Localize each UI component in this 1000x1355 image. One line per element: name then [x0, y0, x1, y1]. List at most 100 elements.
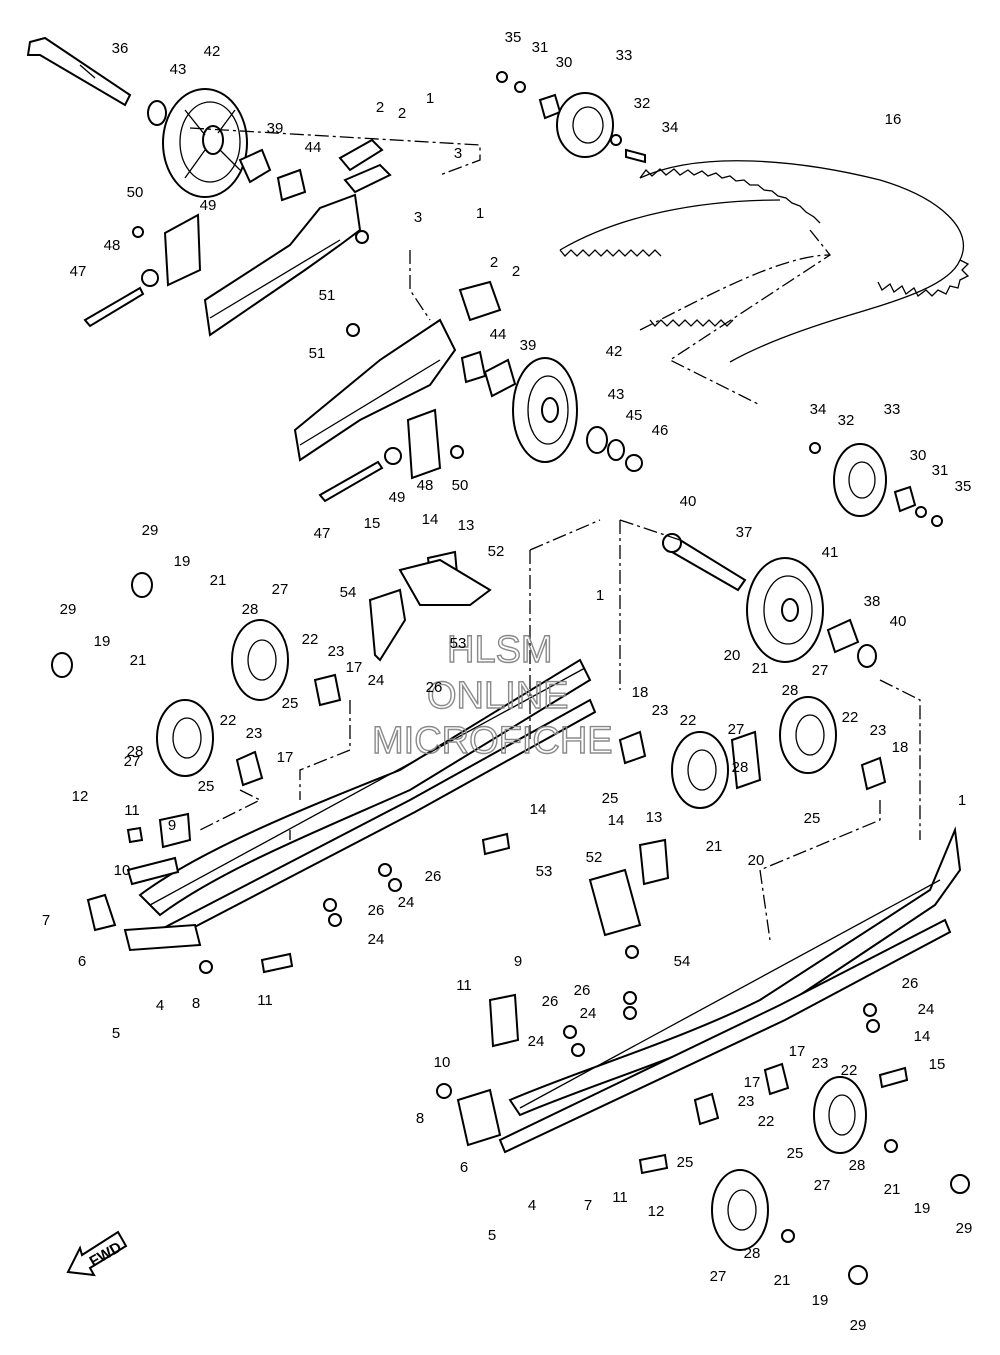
part-callout-53: 53	[450, 635, 467, 652]
part-callout-27: 27	[812, 662, 829, 679]
part-callout-11: 11	[257, 992, 273, 1009]
part-callout-21: 21	[130, 652, 147, 669]
top-assembly-drawing	[26, 36, 646, 337]
part-callout-20: 20	[724, 647, 741, 664]
mid-upper-assembly-drawing	[293, 280, 943, 527]
part-callout-40: 40	[890, 613, 907, 630]
part-callout-32: 32	[838, 412, 855, 429]
part-callout-26: 26	[574, 982, 591, 999]
part-callout-1: 1	[476, 205, 484, 222]
part-callout-6: 6	[460, 1159, 468, 1176]
part-callout-35: 35	[505, 29, 522, 46]
part-callout-27: 27	[124, 753, 141, 770]
part-callout-10: 10	[114, 862, 131, 879]
part-callout-23: 23	[652, 702, 669, 719]
part-callout-23: 23	[328, 643, 345, 660]
part-callout-14: 14	[530, 801, 547, 818]
part-callout-22: 22	[841, 1062, 858, 1079]
watermark-line-2: ONLINE	[427, 675, 568, 717]
part-callout-38: 38	[864, 593, 881, 610]
part-callout-23: 23	[870, 722, 887, 739]
part-callout-15: 15	[364, 515, 381, 532]
part-callout-18: 18	[892, 739, 909, 756]
part-callout-2: 2	[490, 254, 498, 271]
part-callout-7: 7	[42, 912, 50, 929]
part-callout-33: 33	[616, 47, 633, 64]
part-callout-14: 14	[914, 1028, 931, 1045]
part-callout-10: 10	[434, 1054, 451, 1071]
watermark-line-1: HLSM	[447, 629, 553, 671]
part-callout-26: 26	[542, 993, 559, 1010]
part-callout-25: 25	[787, 1145, 804, 1162]
part-callout-5: 5	[488, 1227, 496, 1244]
part-callout-25: 25	[804, 810, 821, 827]
part-callout-43: 43	[170, 61, 187, 78]
part-callout-17: 17	[346, 659, 363, 676]
part-callout-3: 3	[414, 209, 422, 226]
part-callout-22: 22	[758, 1113, 775, 1130]
part-callout-5: 5	[112, 1025, 120, 1042]
part-callout-23: 23	[246, 725, 263, 742]
part-callout-47: 47	[70, 263, 87, 280]
part-callout-26: 26	[426, 679, 443, 696]
part-callout-26: 26	[425, 868, 442, 885]
middle-assembly-drawing	[51, 533, 887, 974]
part-callout-50: 50	[127, 184, 144, 201]
part-callout-47: 47	[314, 525, 331, 542]
part-callout-22: 22	[680, 712, 697, 729]
part-callout-1: 1	[426, 90, 434, 107]
part-callout-6: 6	[78, 953, 86, 970]
part-callout-25: 25	[198, 778, 215, 795]
track-belt-drawing	[559, 160, 970, 406]
part-callout-41: 41	[822, 544, 839, 561]
part-callout-19: 19	[914, 1200, 931, 1217]
part-callout-35: 35	[955, 478, 972, 495]
part-callout-50: 50	[452, 477, 469, 494]
watermark: HLSM ONLINE MICROFICHE	[371, 628, 613, 762]
part-callout-29: 29	[850, 1317, 867, 1334]
part-callout-29: 29	[142, 522, 159, 539]
part-callout-4: 4	[528, 1197, 536, 1214]
part-callout-25: 25	[602, 790, 619, 807]
part-callout-37: 37	[736, 524, 753, 541]
part-callout-13: 13	[458, 517, 475, 534]
part-callout-33: 33	[884, 401, 901, 418]
part-callout-42: 42	[204, 43, 221, 60]
part-callout-44: 44	[490, 326, 507, 343]
part-callout-20: 20	[748, 852, 765, 869]
part-callout-12: 12	[72, 788, 89, 805]
part-callout-27: 27	[814, 1177, 831, 1194]
watermark-line-3: MICROFICHE	[372, 720, 613, 762]
part-callout-28: 28	[782, 682, 799, 699]
part-callout-2: 2	[512, 263, 520, 280]
part-callout-11: 11	[456, 977, 472, 994]
part-callout-29: 29	[60, 601, 77, 618]
part-callout-27: 27	[728, 721, 745, 738]
part-callout-34: 34	[662, 119, 679, 136]
part-callout-4: 4	[156, 997, 164, 1014]
part-callout-30: 30	[910, 447, 927, 464]
part-callout-28: 28	[744, 1245, 761, 1262]
part-callout-24: 24	[368, 672, 385, 689]
part-callout-9: 9	[168, 817, 176, 834]
part-callout-26: 26	[368, 902, 385, 919]
part-callout-17: 17	[277, 749, 294, 766]
part-callout-21: 21	[752, 660, 769, 677]
part-callout-51: 51	[309, 345, 326, 362]
part-callout-22: 22	[302, 631, 319, 648]
part-callout-19: 19	[812, 1292, 829, 1309]
part-callout-31: 31	[932, 462, 949, 479]
part-callout-11: 11	[124, 802, 140, 819]
part-callout-13: 13	[646, 809, 663, 826]
part-callout-21: 21	[774, 1272, 791, 1289]
part-callout-19: 19	[94, 633, 111, 650]
part-callout-14: 14	[422, 511, 439, 528]
part-callout-1: 1	[958, 792, 966, 809]
part-callout-21: 21	[210, 572, 227, 589]
part-callout-52: 52	[488, 543, 505, 560]
part-callout-23: 23	[738, 1093, 755, 1110]
part-callout-8: 8	[192, 995, 200, 1012]
part-callout-31: 31	[532, 39, 549, 56]
part-callout-17: 17	[744, 1074, 761, 1091]
